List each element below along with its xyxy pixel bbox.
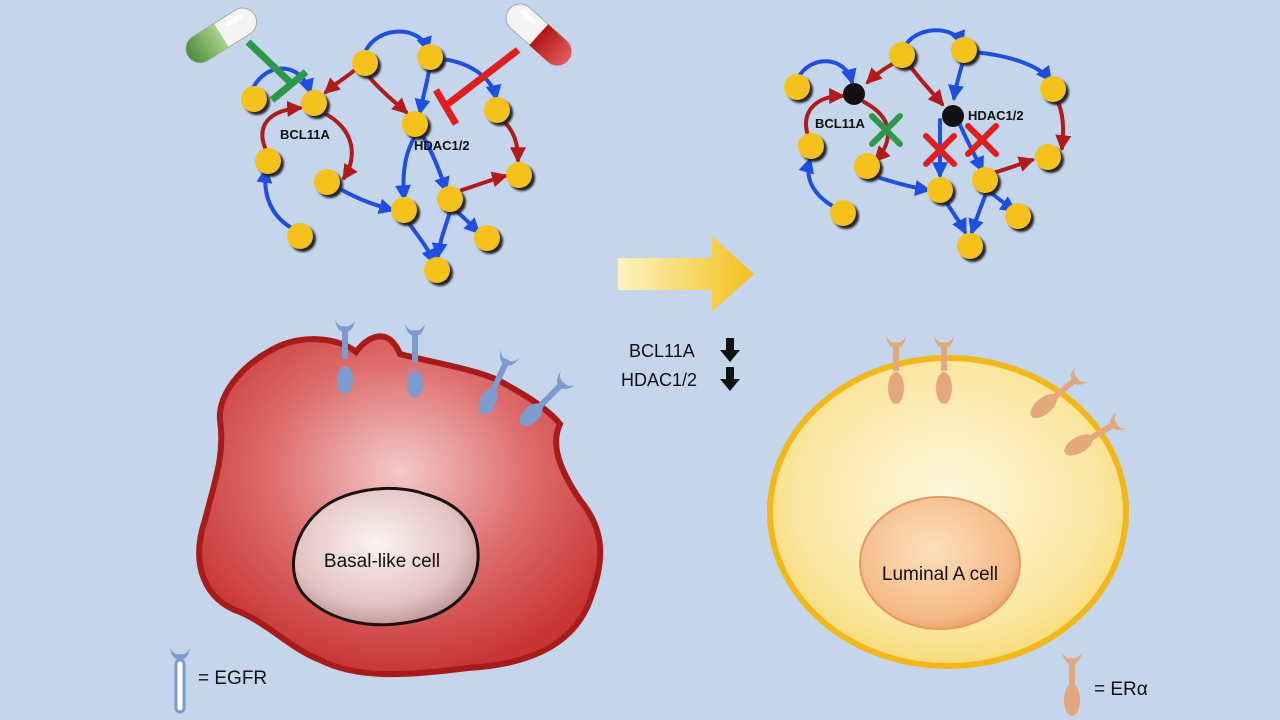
down-arrow-icon — [720, 338, 740, 362]
edge — [256, 166, 302, 234]
green-pill-icon — [185, 7, 258, 64]
node — [798, 133, 824, 159]
luminal-a-cell: Luminal A cell = ERα — [767, 336, 1148, 716]
egfr-legend-icon — [170, 648, 190, 714]
node — [314, 169, 340, 195]
edge — [956, 118, 984, 173]
center-hdac-text: HDAC1/2 — [621, 370, 697, 390]
node — [402, 111, 428, 137]
edge — [796, 59, 857, 86]
egfr-receptor — [405, 324, 425, 398]
node — [417, 44, 443, 70]
luminal-cell-nucleus — [859, 496, 1021, 630]
node — [1005, 203, 1031, 229]
inhibited-bcl11a-node — [843, 83, 865, 105]
edge — [968, 192, 988, 236]
left-gene-network: BCL11A HDAC1/2 — [185, 3, 572, 283]
egfr-receptor — [478, 349, 520, 415]
edge — [498, 116, 526, 164]
edge — [798, 156, 842, 212]
node — [424, 257, 450, 283]
bcl11a-label: BCL11A — [280, 127, 330, 142]
gradient-arrow-icon — [618, 236, 754, 312]
edge — [395, 130, 420, 202]
inhibited-hdac-node — [942, 105, 964, 127]
node — [1040, 76, 1066, 102]
edge — [414, 62, 432, 116]
red-pill-icon — [505, 3, 572, 66]
edge — [340, 188, 396, 215]
era-receptor — [934, 336, 954, 404]
right-gene-network: BCL11A HDAC1/2 — [784, 28, 1072, 259]
basal-cell-nucleus — [292, 487, 480, 627]
edge — [948, 56, 966, 102]
edge — [260, 100, 304, 152]
green-inhibitor — [245, 39, 309, 103]
node — [854, 153, 880, 179]
node — [972, 167, 998, 193]
bcl11a-label-right: BCL11A — [815, 116, 865, 131]
node — [889, 42, 915, 68]
center-bcl11a-text: BCL11A — [629, 341, 695, 361]
edge — [418, 130, 450, 194]
node — [830, 200, 856, 226]
era-receptor — [1064, 411, 1127, 456]
edge — [804, 88, 846, 138]
era-receptor — [886, 336, 906, 404]
node — [484, 97, 510, 123]
luminal-cell-label: Luminal A cell — [882, 564, 998, 585]
edge — [943, 198, 967, 235]
node — [1035, 144, 1061, 170]
red-inhibitor — [432, 47, 521, 126]
node — [352, 50, 378, 76]
era-receptor — [1030, 366, 1089, 419]
egfr-receptor — [519, 370, 576, 427]
node — [255, 148, 281, 174]
node — [301, 90, 327, 116]
node — [474, 225, 500, 251]
edge — [453, 208, 481, 235]
era-legend-icon — [1062, 652, 1082, 716]
node — [437, 186, 463, 212]
egfr-legend-text: = EGFR — [198, 668, 267, 689]
node — [241, 86, 267, 112]
edge — [363, 29, 432, 54]
edge — [970, 50, 1052, 83]
node — [951, 37, 977, 63]
hdac-label-right: HDAC1/2 — [968, 108, 1024, 123]
edge — [320, 110, 358, 181]
node — [784, 74, 810, 100]
node — [927, 177, 953, 203]
edge — [1053, 94, 1072, 152]
edge — [865, 60, 898, 85]
edge — [430, 56, 502, 102]
edge — [460, 171, 509, 192]
node — [391, 197, 417, 223]
edge — [994, 156, 1036, 174]
egfr-receptor — [335, 320, 355, 394]
edge — [368, 76, 409, 115]
edge — [431, 210, 452, 260]
node — [957, 233, 983, 259]
cross-mark-icon — [869, 113, 903, 147]
node — [287, 223, 313, 249]
basal-cell-label: Basal-like cell — [324, 551, 440, 572]
down-arrow-icon — [720, 367, 740, 391]
edge — [878, 176, 932, 196]
edge — [250, 66, 314, 96]
edge — [908, 64, 945, 107]
edge — [323, 68, 357, 95]
basal-like-cell: Basal-like cell = EGFR — [170, 320, 604, 714]
node — [506, 162, 532, 188]
hdac-label: HDAC1/2 — [414, 138, 470, 153]
era-legend-text: = ERα — [1094, 679, 1148, 700]
cross-mark-icon — [965, 123, 999, 157]
edge — [406, 220, 437, 265]
cross-mark-icon — [923, 133, 957, 167]
